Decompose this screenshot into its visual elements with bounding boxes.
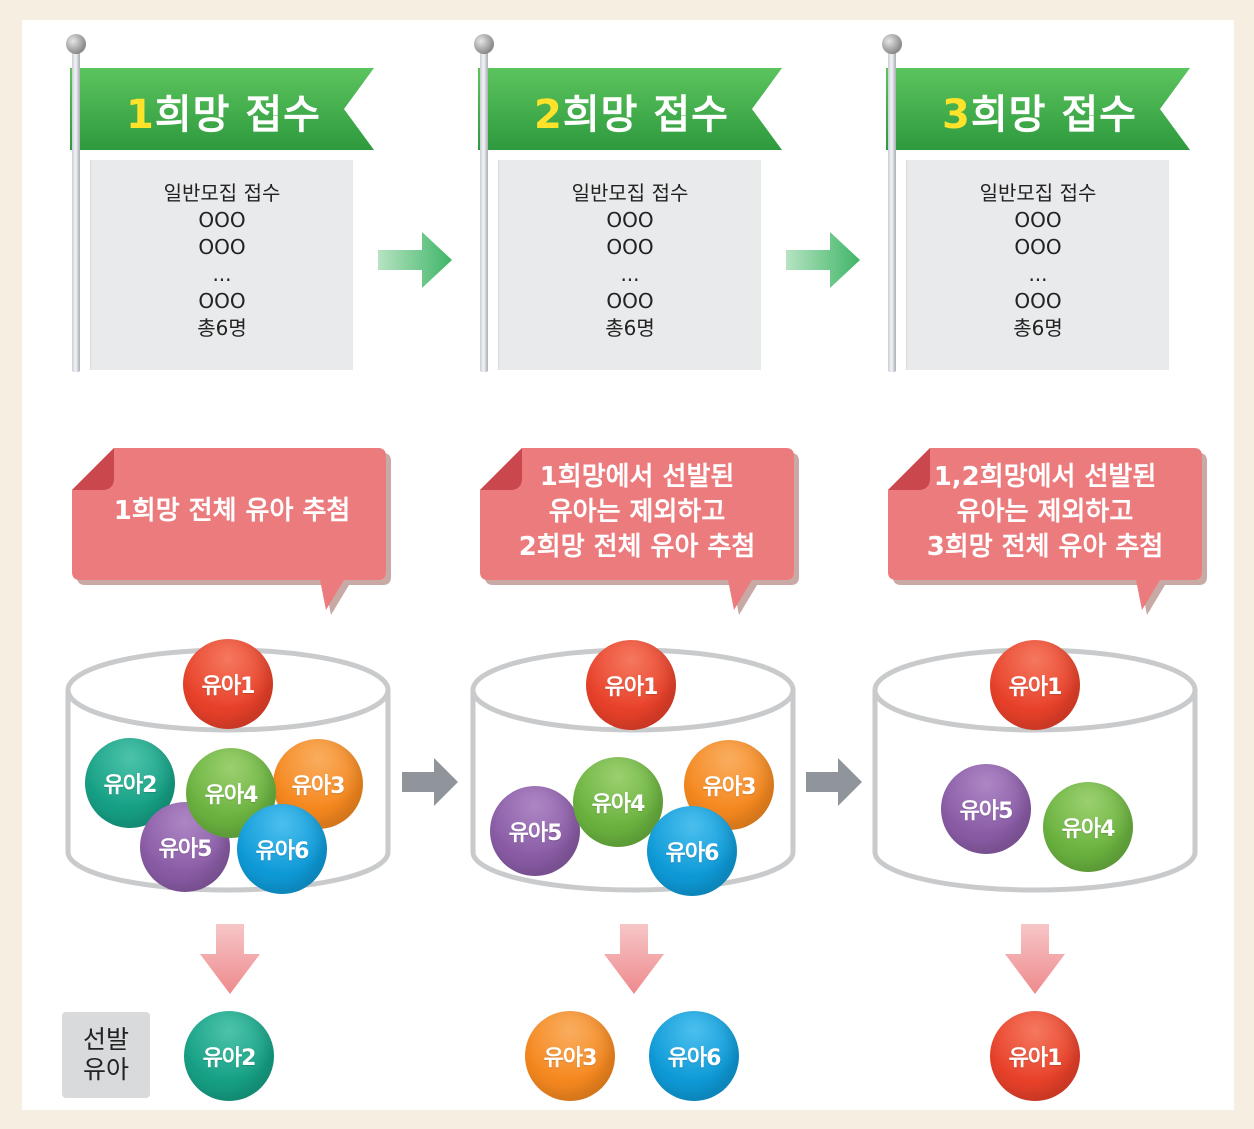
flag-pole-knob <box>882 34 902 54</box>
flag-title-1: 1희망 접수 <box>126 82 321 140</box>
applicant-card-3: 일반모집 접수 OOO OOO ... OOO 총6명 <box>906 160 1169 370</box>
ball-child-5: 유아5 <box>941 764 1031 854</box>
ball-label: 유아3 <box>702 775 757 800</box>
selected-label-line: 선발 <box>82 1025 129 1054</box>
applicant-card-2: 일반모집 접수 OOO OOO ... OOO 총6명 <box>498 160 761 370</box>
ball-label: 유아6 <box>255 839 310 864</box>
flag-number: 1 <box>126 92 155 138</box>
ball-label: 유아4 <box>204 783 259 808</box>
flag-pole-knob <box>66 34 86 54</box>
ball-label: 유아6 <box>667 1046 722 1071</box>
flag-text: 희망 접수 <box>154 92 321 138</box>
ball-label: 유아6 <box>665 841 720 866</box>
ball-child-6: 유아6 <box>647 806 737 896</box>
diagram-panel: 1희망 접수 2희망 접수 3희망 접수 일반모집 접수 OOO OOO ...… <box>22 20 1234 1110</box>
card-heading: 일반모집 접수 <box>979 181 1097 205</box>
selected-children-label: 선발 유아 <box>62 1012 150 1098</box>
speech-bubble-2 <box>480 448 799 615</box>
ball-child-6: 유아6 <box>237 804 327 894</box>
ball-label: 유아1 <box>1008 1046 1063 1071</box>
card-applicant: OOO <box>198 289 246 313</box>
flag-pole <box>888 50 896 372</box>
draw-result-arrow <box>1005 924 1065 994</box>
ball-label: 유아5 <box>158 837 213 862</box>
bubble-text-3: 1,2희망에서 선발된 유아는 제외하고 3희망 전체 유아 추첨 <box>890 460 1200 565</box>
bubble-line: 1,2희망에서 선발된 <box>933 462 1157 492</box>
flag-banner <box>886 68 1190 150</box>
ball-child-4: 유아4 <box>573 757 663 847</box>
bubble-text-2: 1희망에서 선발된 유아는 제외하고 2희망 전체 유아 추첨 <box>484 460 790 565</box>
flag-title-2: 2희망 접수 <box>534 82 729 140</box>
ball-label: 유아2 <box>103 773 158 798</box>
selected-ball: 유아6 <box>649 1011 739 1101</box>
ball-label: 유아3 <box>543 1046 598 1071</box>
bubble-line: 2희망 전체 유아 추첨 <box>518 532 756 562</box>
bubble-line: 유아는 제외하고 <box>548 497 726 527</box>
ball-label: 유아5 <box>508 821 563 846</box>
card-heading: 일반모집 접수 <box>571 181 689 205</box>
card-ellipsis: ... <box>620 262 640 286</box>
flag-pole <box>480 50 488 372</box>
ball-label: 유아4 <box>1061 817 1116 842</box>
selected-ball: 유아1 <box>990 1011 1080 1101</box>
bubble-line: 3희망 전체 유아 추첨 <box>926 532 1164 562</box>
selected-label-line: 유아 <box>82 1055 129 1084</box>
ball-label: 유아1 <box>604 675 659 700</box>
card-applicant: OOO <box>198 208 246 232</box>
next-drum-arrow <box>806 758 862 806</box>
flag-pole <box>72 50 80 372</box>
ball-child-1: 유아1 <box>990 640 1080 730</box>
ball-child-3: 유아3 <box>684 740 774 830</box>
ball-label: 유아2 <box>202 1046 257 1071</box>
ball-child-1: 유아1 <box>183 639 273 729</box>
ball-child-1: 유아1 <box>586 640 676 730</box>
ball-child-5: 유아5 <box>490 786 580 876</box>
flag-banner <box>478 68 782 150</box>
ball-child-4: 유아4 <box>1043 782 1133 872</box>
flag-number: 3 <box>942 92 971 138</box>
flag-number: 2 <box>534 92 563 138</box>
next-drum-arrow <box>402 758 458 806</box>
ball-label: 유아3 <box>291 774 346 799</box>
flag-pole-knob <box>474 34 494 54</box>
card-heading: 일반모집 접수 <box>163 181 281 205</box>
ball-label: 유아4 <box>591 792 646 817</box>
ball-label: 유아5 <box>959 799 1014 824</box>
flag-banner <box>70 68 374 150</box>
card-applicant: OOO <box>1014 208 1062 232</box>
ball-label: 유아1 <box>1008 675 1063 700</box>
card-applicant: OOO <box>606 289 654 313</box>
bubble-text-1: 1희망 전체 유아 추첨 <box>82 494 382 529</box>
bubble-line: 1희망 전체 유아 추첨 <box>113 496 351 526</box>
selected-ball: 유아2 <box>184 1011 274 1101</box>
speech-bubble-3 <box>888 448 1207 615</box>
card-ellipsis: ... <box>1028 262 1048 286</box>
selected-ball: 유아3 <box>525 1011 615 1101</box>
card-applicant: OOO <box>606 208 654 232</box>
next-step-arrow <box>378 232 452 288</box>
applicant-card-1: 일반모집 접수 OOO OOO ... OOO 총6명 <box>90 160 353 370</box>
card-applicant: OOO <box>1014 289 1062 313</box>
bubble-line: 1희망에서 선발된 <box>539 462 735 492</box>
flag-text: 희망 접수 <box>970 92 1137 138</box>
card-total: 총6명 <box>197 316 247 340</box>
flag-text: 희망 접수 <box>562 92 729 138</box>
card-ellipsis: ... <box>212 262 232 286</box>
draw-result-arrow <box>200 924 260 994</box>
next-step-arrow <box>786 232 860 288</box>
ball-label: 유아1 <box>201 674 256 699</box>
card-applicant: OOO <box>198 235 246 259</box>
card-applicant: OOO <box>1014 235 1062 259</box>
card-applicant: OOO <box>606 235 654 259</box>
card-total: 총6명 <box>1013 316 1063 340</box>
draw-result-arrow <box>604 924 664 994</box>
speech-bubble-1 <box>72 448 391 615</box>
flag-title-3: 3희망 접수 <box>942 82 1137 140</box>
card-total: 총6명 <box>605 316 655 340</box>
bubble-line: 유아는 제외하고 <box>956 497 1134 527</box>
